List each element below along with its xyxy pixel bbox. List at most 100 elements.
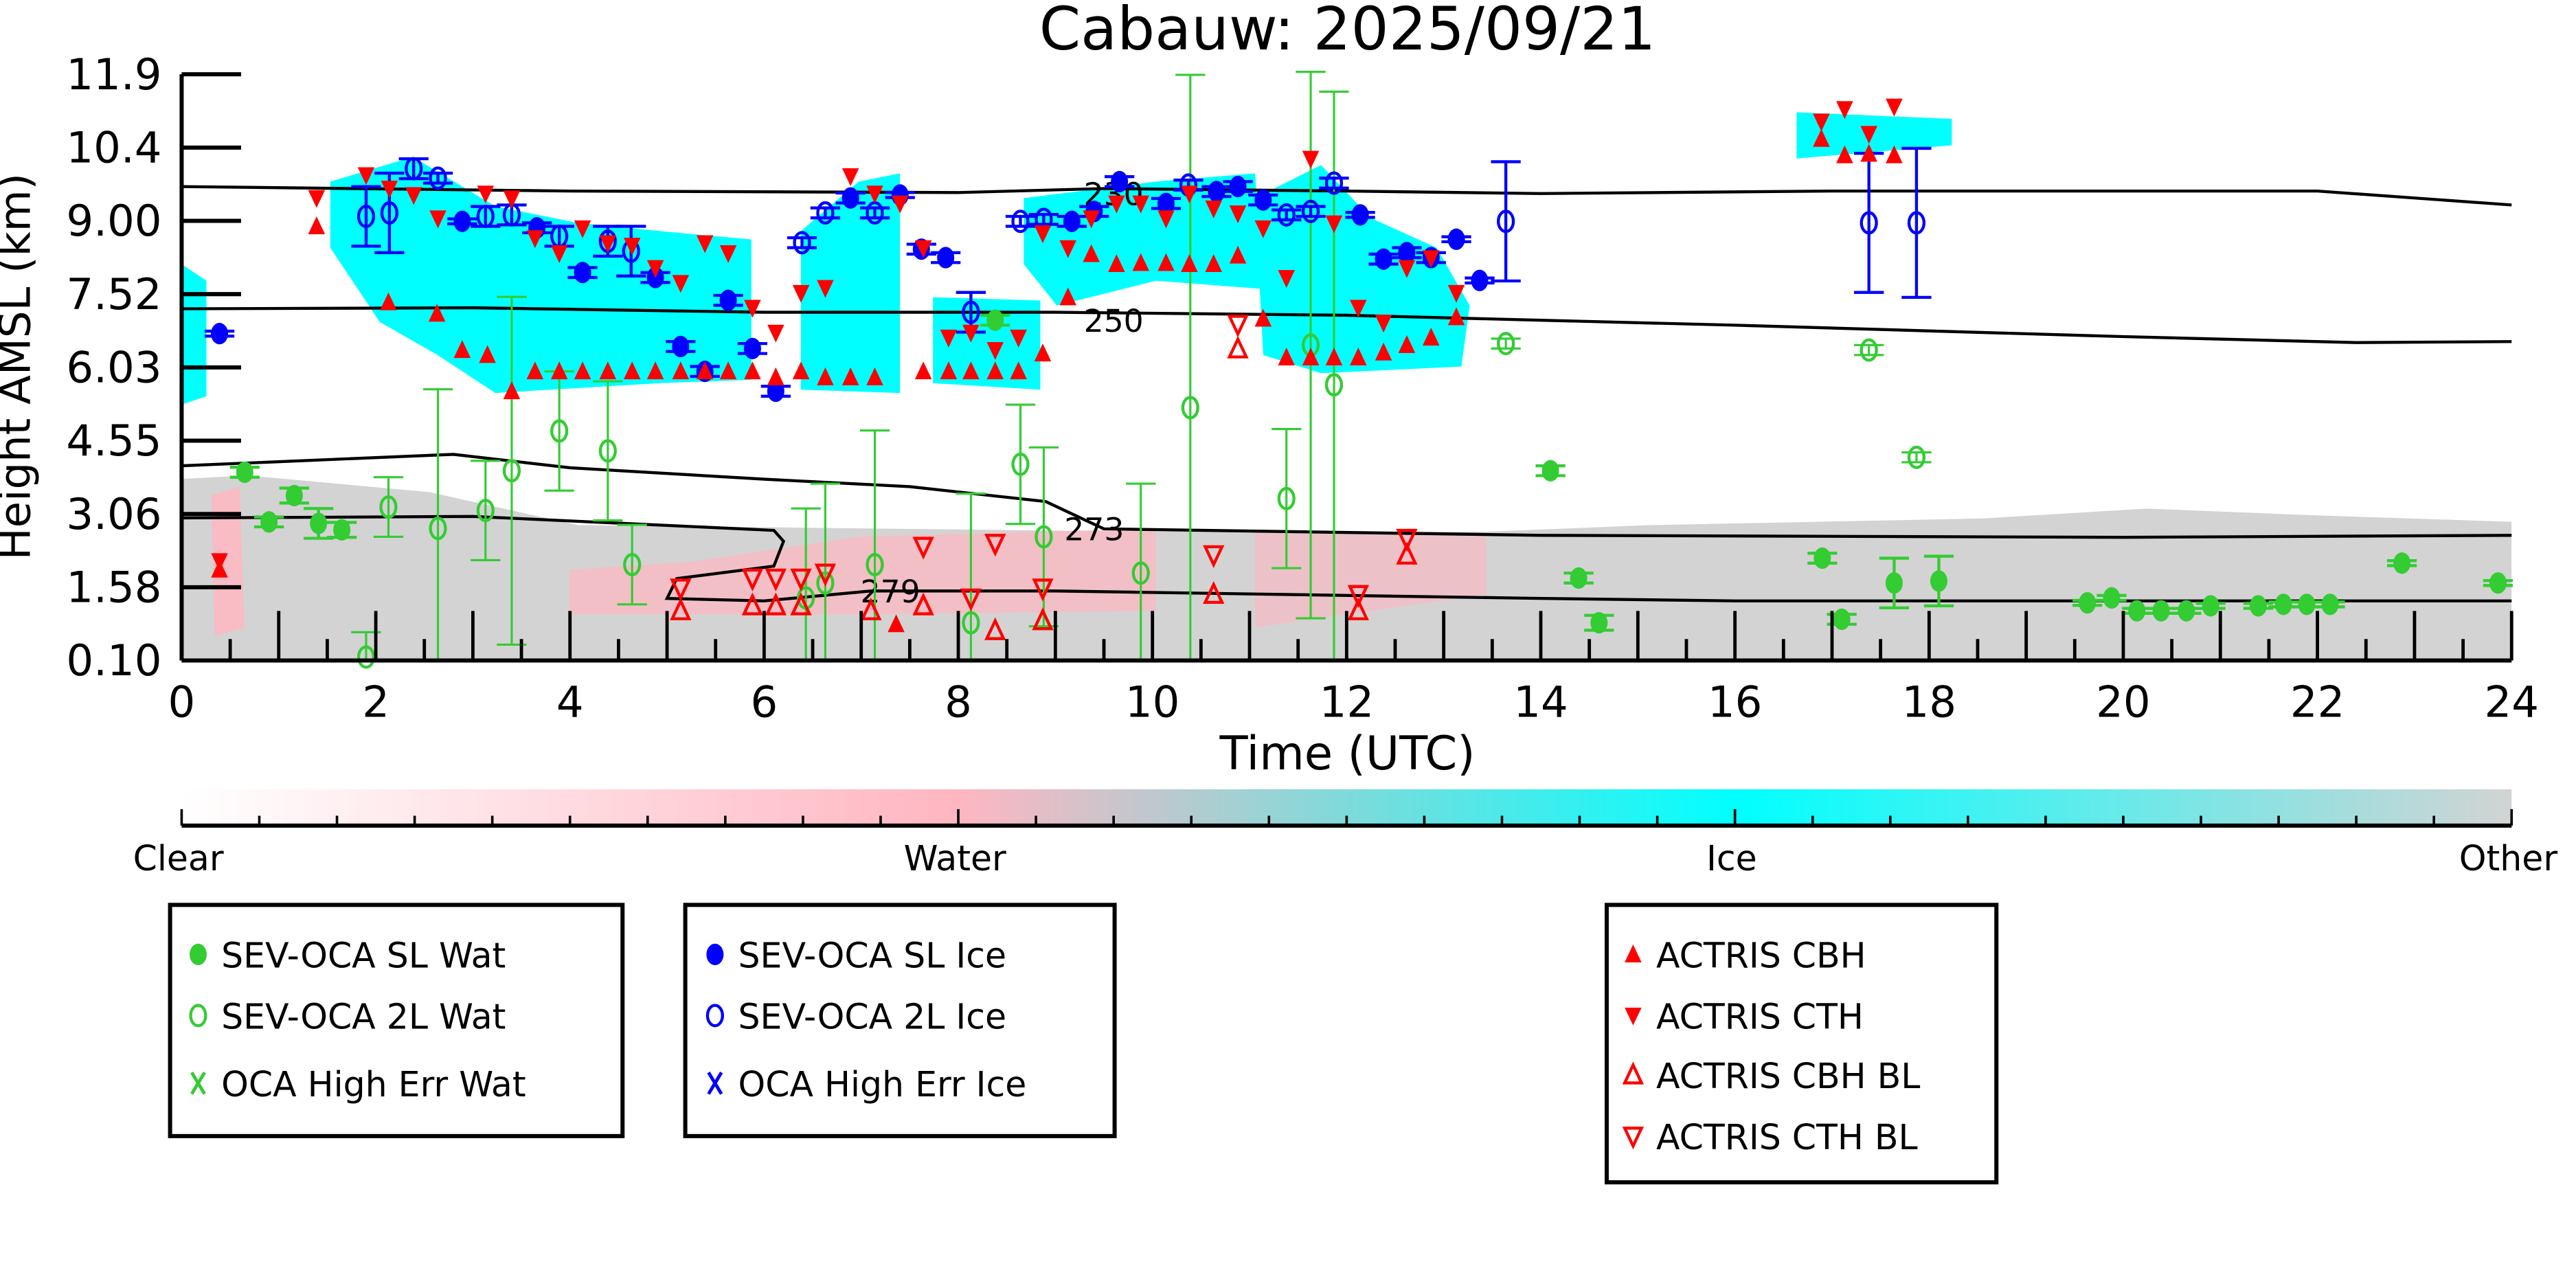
- point-sev-oca-sl-wat: [1930, 570, 1947, 592]
- point-sev-oca-sl-ice: [1229, 175, 1247, 198]
- error-bar-sev-oca-2l-ice: [351, 185, 381, 248]
- point-sev-oca-sl-wat: [1814, 547, 1831, 569]
- point-actris-cth: [211, 553, 228, 572]
- contour-label: 273: [1064, 512, 1124, 548]
- point-actris-cbh: [503, 381, 521, 400]
- x-axis-label: Time (UTC): [1219, 727, 1476, 780]
- point-actris-cth: [1398, 260, 1416, 278]
- legend-marker-sev-oca-2l-wat: [189, 1004, 207, 1028]
- point-actris-cbh: [1302, 347, 1320, 365]
- point-sev-oca-sl-ice: [211, 323, 229, 345]
- legend-marker-sev-oca-sl-wat: [189, 943, 207, 966]
- error-bar-sev-oca-2l-ice: [1028, 212, 1059, 226]
- point-actris-cth-bl: [1227, 315, 1249, 338]
- point-actris-cbh: [1836, 145, 1853, 163]
- y-tick-label: 7.52: [66, 269, 161, 319]
- x-tick-label: 14: [1513, 677, 1568, 727]
- contour-label: 250: [1084, 303, 1144, 339]
- error-bar-sev-oca-2l-ice: [1296, 205, 1326, 218]
- point-sev-oca-sl-wat: [2249, 595, 2267, 617]
- legend-label-oca-high-err-wat: OCA High Err Wat: [221, 1064, 526, 1105]
- point-actris-cth: [1813, 113, 1830, 132]
- point-actris-cbh: [1447, 307, 1465, 326]
- point-actris-cbh: [623, 361, 641, 380]
- point-sev-oca-2l-wat: [598, 439, 617, 463]
- point-actris-cth: [1836, 101, 1853, 120]
- point-actris-cbh: [1205, 254, 1222, 272]
- point-sev-oca-sl-wat: [2489, 572, 2507, 594]
- y-tick-label: 4.55: [66, 416, 161, 466]
- point-actris-cbh-bl: [1347, 597, 1369, 620]
- point-sev-oca-2l-ice: [1907, 211, 1926, 235]
- point-actris-cbh: [1375, 342, 1392, 361]
- point-actris-cth: [962, 324, 980, 343]
- point-actris-cbh: [574, 361, 591, 380]
- legend-label-oca-high-err-ice: OCA High Err Ice: [738, 1064, 1027, 1105]
- point-actris-cth-bl: [814, 563, 837, 587]
- point-actris-cbh: [792, 361, 810, 380]
- error-bar-sev-oca-2l-ice: [1491, 160, 1521, 283]
- point-actris-cth: [429, 210, 447, 229]
- point-sev-oca-sl-wat: [1590, 611, 1608, 634]
- point-sev-oca-sl-ice: [1471, 269, 1489, 291]
- point-sev-oca-sl-ice: [1398, 242, 1416, 264]
- point-actris-cth: [574, 220, 591, 238]
- point-actris-cbh-bl: [1227, 335, 1249, 359]
- point-actris-cbh-bl: [860, 597, 882, 620]
- point-sev-oca-2l-wat: [1860, 338, 1878, 362]
- point-sev-oca-2l-ice: [793, 231, 811, 255]
- point-actris-cth: [1181, 185, 1198, 204]
- x-tick-label: 22: [2290, 677, 2345, 727]
- error-bar-sev-oca-2l-ice: [1319, 177, 1349, 190]
- point-sev-oca-sl-ice: [937, 247, 955, 269]
- error-bar-sev-oca-2l-ice: [787, 236, 817, 249]
- point-actris-cbh: [1181, 254, 1198, 272]
- point-actris-cbh: [719, 361, 737, 380]
- point-actris-cbh: [1157, 253, 1175, 271]
- point-sev-oca-2l-wat: [816, 571, 835, 595]
- point-actris-cth: [940, 329, 958, 348]
- point-actris-cbh: [1350, 347, 1367, 365]
- point-actris-cth: [1132, 195, 1149, 214]
- colorbar-label-clear: Clear: [133, 838, 224, 879]
- point-sev-oca-sl-wat: [2274, 594, 2292, 615]
- point-sev-oca-2l-ice: [1497, 210, 1515, 234]
- point-sev-oca-sl-wat: [2298, 594, 2316, 615]
- point-actris-cth: [1059, 240, 1076, 258]
- point-sev-oca-2l-wat: [1277, 486, 1296, 510]
- x-tick-label: 12: [1320, 677, 1375, 727]
- point-sev-oca-2l-wat: [502, 459, 521, 483]
- error-bar-sev-oca-2l-wat: [1854, 343, 1884, 357]
- legend-marker-sev-oca-2l-ice: [705, 1004, 724, 1028]
- point-actris-cbh: [914, 361, 932, 380]
- point-actris-cth: [767, 324, 784, 343]
- x-tick-label: 24: [2484, 677, 2539, 727]
- point-actris-cbh-bl: [1396, 541, 1418, 565]
- point-actris-cth: [646, 260, 664, 278]
- point-sev-oca-sl-wat: [236, 461, 253, 484]
- point-actris-cth: [1302, 150, 1320, 169]
- point-actris-cth-bl: [790, 568, 812, 591]
- point-sev-oca-2l-wat: [379, 495, 398, 519]
- x-tick-label: 4: [556, 677, 584, 727]
- point-actris-cth-bl: [765, 568, 787, 591]
- point-sev-oca-2l-ice: [405, 157, 423, 181]
- point-sev-oca-sl-ice: [1447, 228, 1465, 250]
- point-actris-cth: [817, 280, 834, 298]
- point-actris-cth: [1157, 210, 1175, 229]
- legend-label-sev-oca-2l-wat: SEV-OCA 2L Wat: [221, 997, 506, 1037]
- point-sev-oca-sl-wat: [2178, 600, 2195, 622]
- point-actris-cbh: [672, 361, 690, 380]
- point-actris-cbh: [380, 292, 397, 310]
- point-sev-oca-2l-ice: [1324, 171, 1344, 195]
- point-actris-cth: [914, 240, 932, 258]
- error-bar-sev-oca-2l-ice: [1854, 151, 1884, 294]
- point-actris-cth: [1010, 329, 1027, 348]
- point-sev-oca-2l-wat: [962, 611, 980, 635]
- point-actris-cbh: [1398, 335, 1416, 353]
- point-actris-cth: [744, 300, 761, 318]
- legend-marker-actris-cth: [1625, 1007, 1642, 1026]
- point-sev-oca-sl-ice: [1157, 192, 1175, 214]
- point-sev-oca-2l-ice: [1860, 211, 1878, 235]
